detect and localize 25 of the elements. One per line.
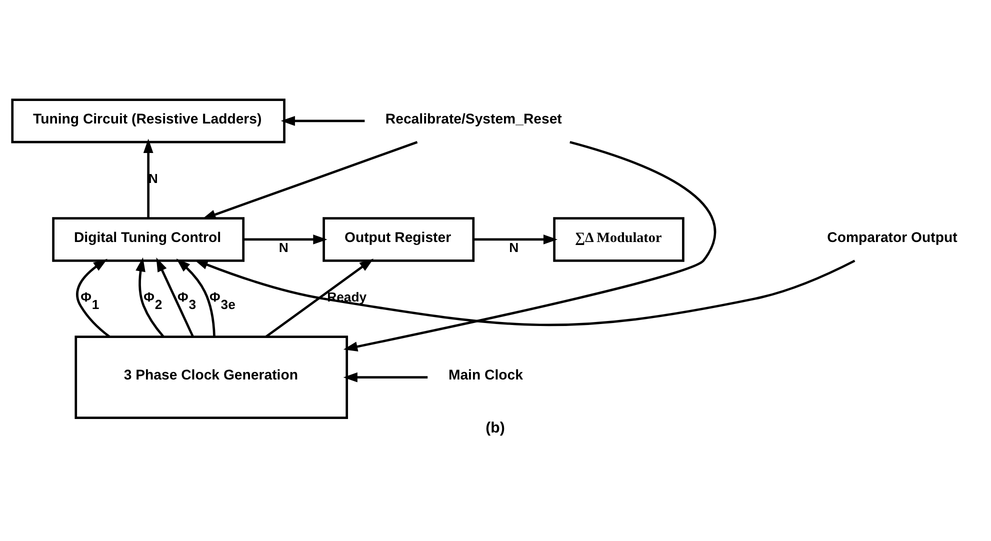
node-box: 3 Phase Clock Generation xyxy=(74,335,348,418)
node-box: Tuning Circuit (Resistive Ladders) xyxy=(11,98,286,143)
arrow xyxy=(143,138,154,218)
arrow xyxy=(343,372,428,382)
edge-label: N xyxy=(278,239,288,254)
arrow xyxy=(473,234,558,244)
arrow xyxy=(202,140,418,219)
arrow xyxy=(194,258,856,326)
arrow xyxy=(265,258,374,338)
arrow xyxy=(244,234,328,244)
arrow xyxy=(156,256,194,337)
node-box: Output Register xyxy=(322,216,475,262)
arrow xyxy=(176,258,216,336)
edge-label: N xyxy=(148,170,158,186)
node-text: Comparator Output xyxy=(827,228,958,244)
node-text: Recalibrate/System_Reset xyxy=(385,110,562,126)
arrow xyxy=(76,258,110,338)
edge-label: N xyxy=(509,239,519,254)
node-box: Digital Tuning Control xyxy=(52,216,245,262)
node-box: ∑Δ Modulator xyxy=(553,216,684,262)
caption: (b) xyxy=(486,419,505,436)
node-text: Main Clock xyxy=(448,366,523,382)
arrow xyxy=(343,140,716,351)
arrow xyxy=(280,115,365,126)
arrow xyxy=(136,256,164,337)
